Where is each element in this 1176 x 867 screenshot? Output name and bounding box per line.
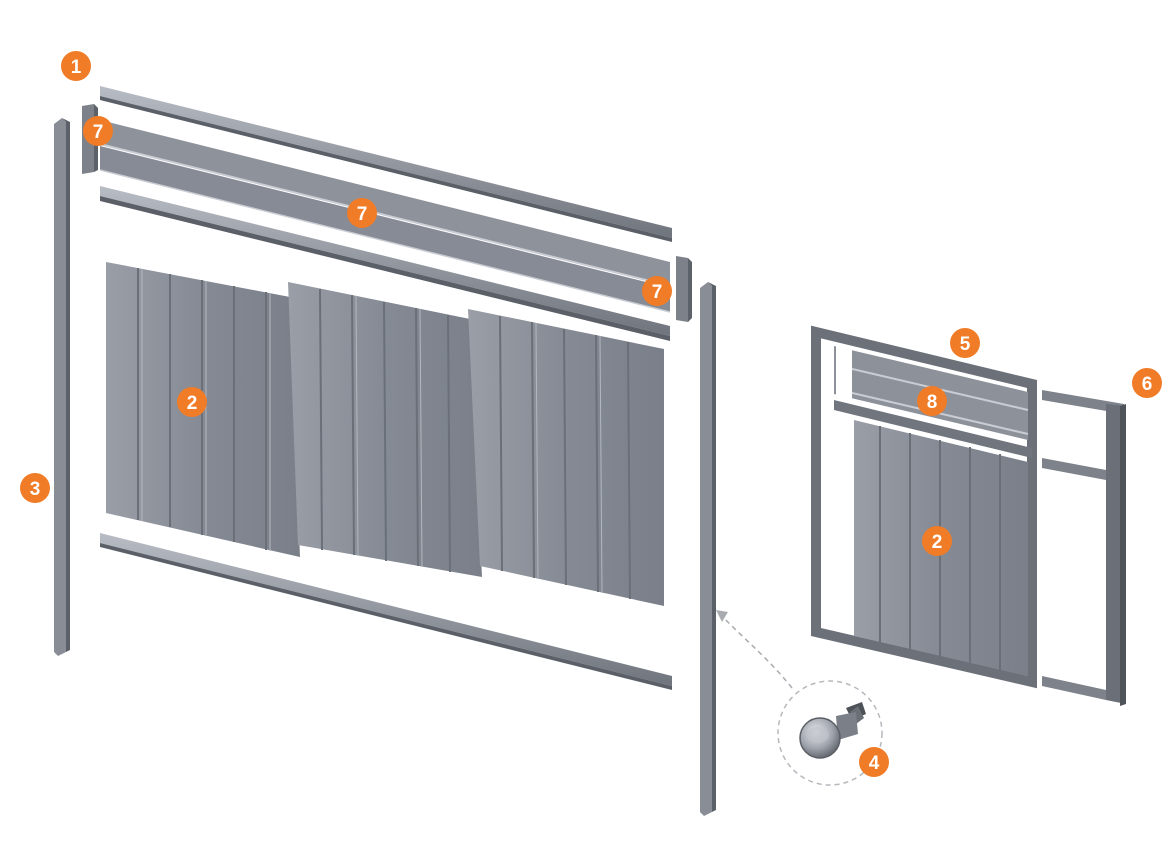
infill-boards <box>99 120 671 313</box>
marker-5: 5 <box>950 328 980 358</box>
svg-text:7: 7 <box>652 282 663 303</box>
marker-3: 3 <box>20 473 50 503</box>
right-end-cap <box>676 256 692 322</box>
svg-text:7: 7 <box>357 204 368 225</box>
svg-text:6: 6 <box>1142 374 1153 395</box>
svg-text:4: 4 <box>869 753 880 774</box>
marker-7-left: 7 <box>83 116 113 146</box>
panel-rib-highlights <box>141 269 603 594</box>
svg-text:7: 7 <box>93 122 104 143</box>
corrugated-panel <box>106 262 664 606</box>
svg-text:2: 2 <box>932 532 943 553</box>
marker-2-panel: 2 <box>177 387 207 417</box>
right-post <box>700 282 716 816</box>
top-rail <box>100 86 672 242</box>
hex-head-screw-icon <box>799 702 866 759</box>
marker-4: 4 <box>859 747 889 777</box>
middle-rail <box>100 186 670 341</box>
marker-8: 8 <box>917 386 947 416</box>
marker-7-center: 7 <box>347 198 377 228</box>
svg-text:5: 5 <box>960 334 971 355</box>
svg-text:2: 2 <box>187 393 198 414</box>
svg-text:1: 1 <box>71 57 82 78</box>
svg-text:8: 8 <box>927 392 938 413</box>
screw-leader <box>716 610 883 786</box>
svg-text:3: 3 <box>30 479 41 500</box>
bottom-rail <box>100 533 672 690</box>
marker-6: 6 <box>1132 368 1162 398</box>
gate-extension-frame <box>1042 390 1126 706</box>
panel-ribs <box>137 268 631 600</box>
marker-1: 1 <box>61 51 91 81</box>
marker-7-right: 7 <box>642 276 672 306</box>
left-post <box>54 118 70 656</box>
gate-frame <box>811 325 1037 689</box>
marker-2-gate: 2 <box>922 526 952 556</box>
